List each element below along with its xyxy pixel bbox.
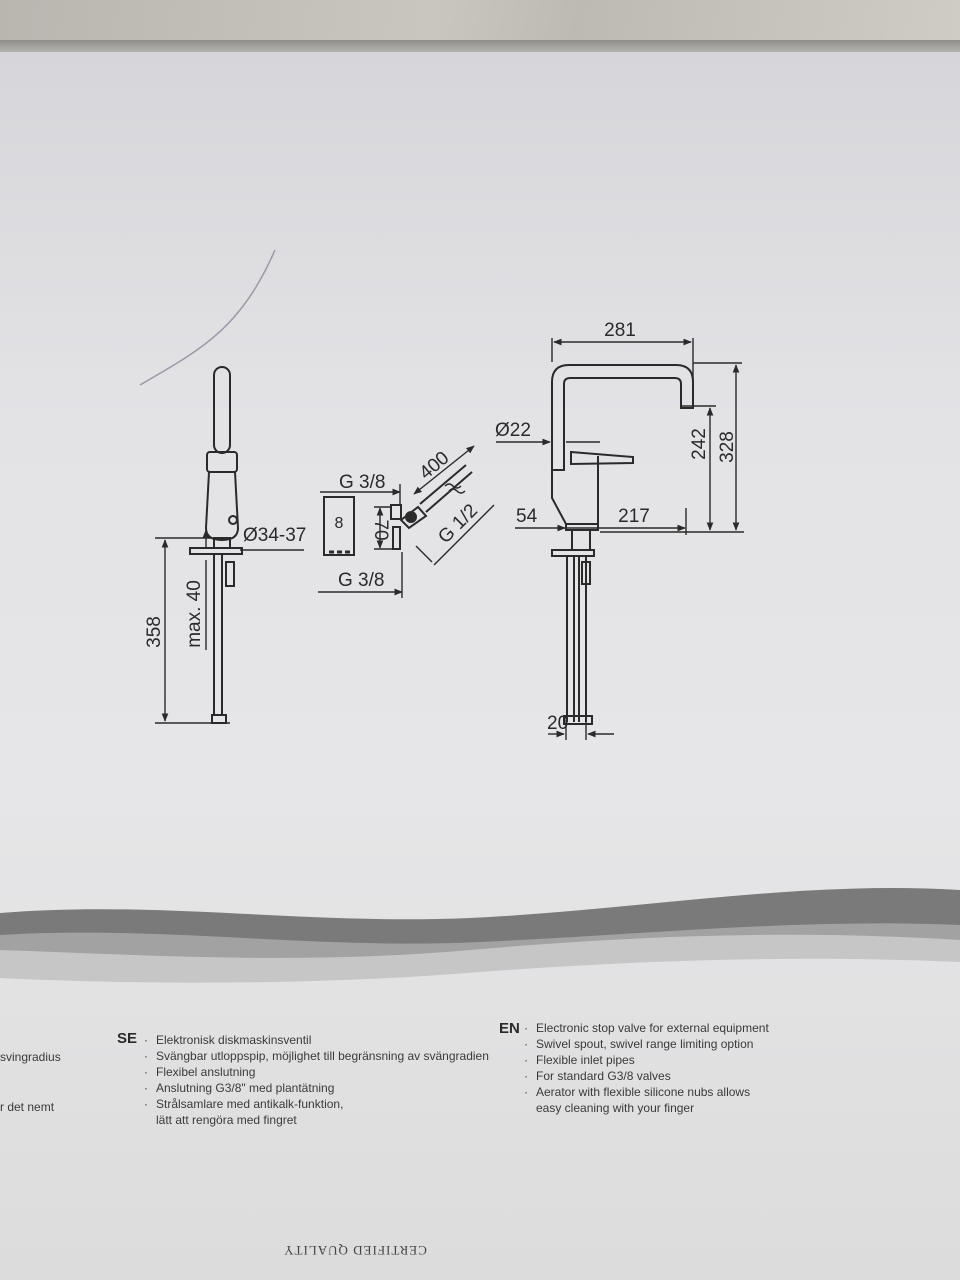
en-feature-item: easy cleaning with your finger bbox=[536, 1101, 695, 1115]
lang-code-se: SE bbox=[117, 1030, 138, 1047]
se-feature-item: ·Elektronisk diskmaskinsventil bbox=[144, 1033, 312, 1047]
lang-code-en: EN bbox=[499, 1020, 520, 1037]
dim-281: 281 bbox=[604, 320, 636, 341]
box-panel bbox=[0, 48, 960, 1280]
en-feature-item: ·Swivel spout, swivel range limiting opt… bbox=[524, 1037, 754, 1051]
side-clamp bbox=[225, 561, 235, 587]
scratch-mark bbox=[139, 249, 276, 386]
front-base bbox=[571, 529, 591, 551]
valve-box bbox=[323, 496, 355, 556]
en-feature-item: ·Electronic stop valve for external equi… bbox=[524, 1021, 769, 1035]
valve-dims bbox=[318, 445, 495, 598]
left-fragment-2: r det nemt bbox=[0, 1100, 55, 1114]
box-edge bbox=[0, 40, 960, 52]
dim-358: 358 bbox=[144, 616, 165, 648]
dim-g38-bottom: G 3/8 bbox=[338, 570, 384, 591]
front-spout bbox=[551, 364, 694, 471]
dim-20: 20 bbox=[547, 713, 568, 734]
dim-400: 400 bbox=[416, 448, 454, 484]
se-feature-list: ·Elektronisk diskmaskinsventil ·Svängbar… bbox=[144, 1032, 494, 1128]
front-view bbox=[551, 364, 694, 725]
front-dims bbox=[496, 338, 744, 740]
se-feature-item: ·Anslutning G3/8" med plantätning bbox=[144, 1081, 335, 1095]
se-feature-item: ·Svängbar utloppspip, möjlighet till beg… bbox=[144, 1049, 489, 1063]
certified-quality-label: CERTIFIED QUALITY bbox=[283, 1243, 427, 1258]
side-base bbox=[213, 537, 231, 549]
valve-connector-top bbox=[390, 504, 402, 520]
dim-54: 54 bbox=[516, 506, 538, 527]
side-spout bbox=[213, 366, 231, 454]
dim-217: 217 bbox=[618, 506, 650, 527]
en-feature-item: ·Flexible inlet pipes bbox=[524, 1053, 635, 1067]
se-feature-item: ·Strålsamlare med antikalk-funktion, bbox=[144, 1097, 344, 1111]
dim-70: 70 bbox=[370, 519, 391, 540]
side-pipe-end bbox=[211, 714, 227, 724]
en-feature-list: ·Electronic stop valve for external equi… bbox=[524, 1020, 824, 1116]
dim-spout-diameter: Ø22 bbox=[495, 420, 531, 441]
side-view bbox=[189, 366, 243, 724]
valve-symbol: 8 bbox=[335, 515, 344, 532]
front-clamp bbox=[581, 561, 591, 585]
front-body bbox=[551, 456, 599, 525]
dim-max40: max. 40 bbox=[184, 580, 205, 648]
en-feature-item: ·Aerator with flexible silicone nubs all… bbox=[524, 1085, 751, 1099]
dim-hole-diameter: Ø34-37 bbox=[243, 525, 306, 546]
side-button bbox=[228, 515, 238, 525]
side-handle bbox=[206, 451, 238, 473]
left-fragment-1: svingradius bbox=[0, 1050, 61, 1064]
front-lever bbox=[570, 450, 634, 466]
valve-connector-bottom bbox=[392, 526, 401, 550]
se-feature-item: ·Flexibel anslutning bbox=[144, 1065, 256, 1079]
en-feature-item: ·For standard G3/8 valves bbox=[524, 1069, 671, 1083]
side-body bbox=[204, 471, 240, 542]
dim-328: 328 bbox=[717, 431, 738, 463]
dim-g38-top: G 3/8 bbox=[339, 472, 385, 493]
side-dims bbox=[155, 529, 304, 724]
se-feature-item: lätt att rengöra med fingret bbox=[156, 1113, 297, 1127]
front-pipe-end bbox=[563, 715, 593, 725]
dim-242: 242 bbox=[689, 428, 710, 460]
wave-highlight bbox=[0, 934, 960, 983]
